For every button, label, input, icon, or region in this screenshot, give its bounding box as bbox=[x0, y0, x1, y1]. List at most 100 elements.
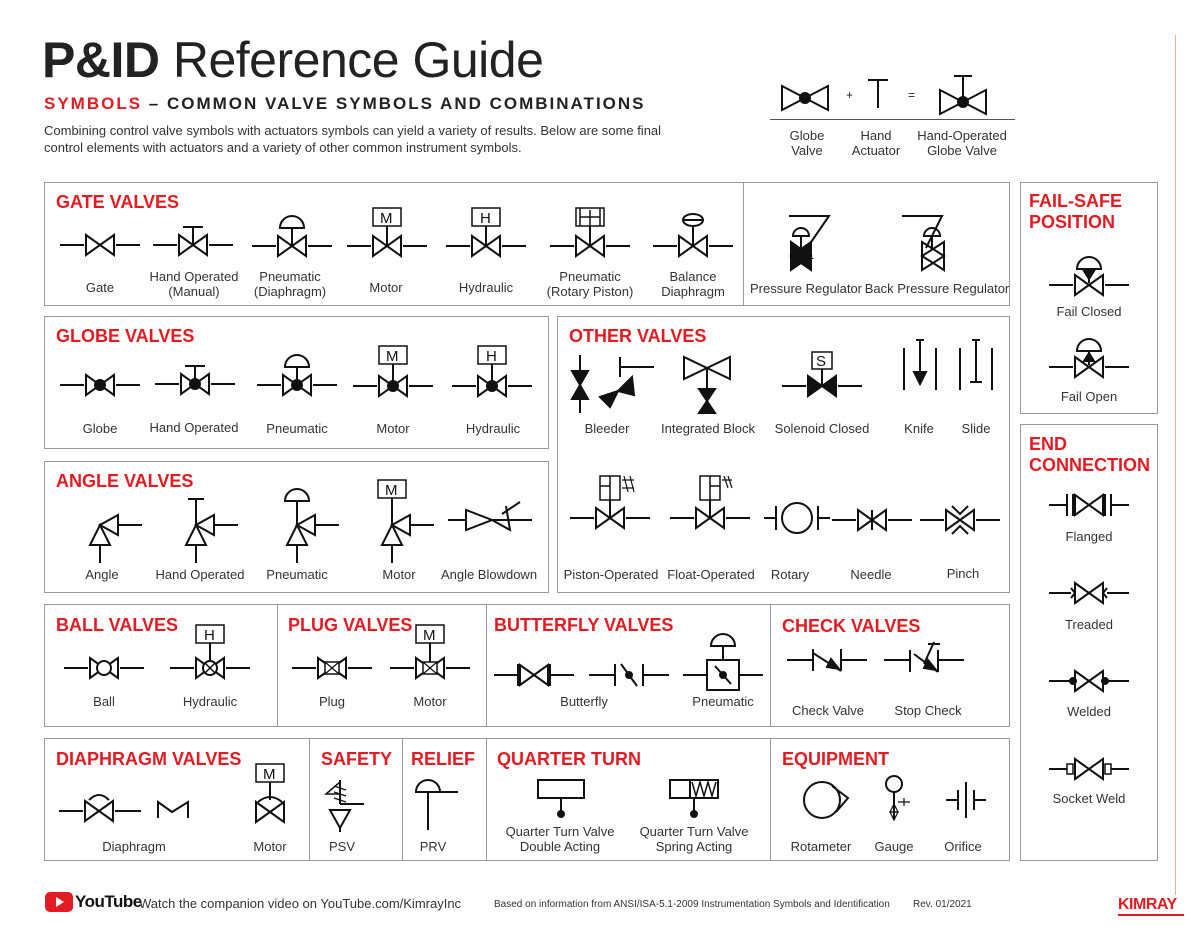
gate-valve-icon bbox=[60, 233, 140, 257]
pneumatic-butterfly-label: Pneumatic bbox=[692, 694, 754, 709]
welded-label: Welded bbox=[1067, 704, 1111, 719]
butterfly-inline-icon bbox=[589, 663, 669, 687]
plug-valve-icon bbox=[292, 656, 372, 680]
orifice-icon bbox=[946, 782, 986, 818]
back-pressure-regulator-icon bbox=[902, 215, 946, 272]
other-valves-title: OTHER VALVES bbox=[569, 326, 707, 346]
butterfly-check-divider bbox=[770, 605, 771, 726]
gate-label: Gate bbox=[85, 280, 115, 295]
fail-closed-label: Fail Closed bbox=[1056, 304, 1122, 319]
gauge-label: Gauge bbox=[874, 839, 914, 854]
hand-operated-globe-icon bbox=[155, 365, 235, 396]
motor-gate-icon: M bbox=[347, 207, 427, 258]
pinch-label: Pinch bbox=[946, 566, 980, 581]
safety-relief-divider bbox=[402, 739, 403, 860]
gate-valves-panel: GATE VALVES bbox=[44, 182, 1010, 306]
globe-label: Globe bbox=[82, 421, 118, 436]
motor-angle-icon: M bbox=[377, 479, 434, 563]
check-valves-title: CHECK VALVES bbox=[782, 616, 921, 636]
pneumatic-butterfly-icon bbox=[683, 633, 763, 691]
companion-video-link[interactable]: Watch the companion video on YouTube.com… bbox=[139, 896, 462, 911]
socket-weld-label: Socket Weld bbox=[1052, 791, 1126, 806]
pressure-regulator-label: Pressure Regulator bbox=[750, 281, 862, 296]
hydraulic-ball-icon: H bbox=[170, 624, 250, 680]
bleeder-icon bbox=[570, 355, 654, 413]
page-edge-line bbox=[1175, 35, 1176, 895]
hand-operated-globe-label: Hand Operated bbox=[149, 420, 239, 435]
quarter-equipment-divider bbox=[770, 739, 771, 860]
motor-letter: M bbox=[385, 482, 398, 499]
quarter-turn-spring-label: Quarter Turn Valve Spring Acting bbox=[639, 824, 749, 854]
check-valve-label: Check Valve bbox=[791, 703, 865, 718]
hand-actuator-icon bbox=[868, 79, 888, 108]
motor-plug-label: Motor bbox=[413, 694, 447, 709]
back-pressure-regulator-label: Back Pressure Regulator bbox=[864, 281, 1010, 296]
flanged-label: Flanged bbox=[1065, 529, 1113, 544]
plug-valves-title: PLUG VALVES bbox=[288, 615, 413, 635]
threaded-label: Treaded bbox=[1065, 617, 1113, 632]
motor-letter: M bbox=[386, 348, 399, 365]
angle-valves-title: ANGLE VALVES bbox=[56, 471, 194, 491]
float-operated-icon bbox=[670, 475, 750, 530]
diaphragm-standalone-icon bbox=[157, 800, 189, 818]
pneumatic-angle-label: Pneumatic bbox=[266, 567, 328, 582]
rotary-label: Rotary bbox=[770, 567, 810, 582]
ball-valve-icon bbox=[64, 656, 144, 680]
needle-label: Needle bbox=[850, 567, 892, 582]
motor-globe-icon: M bbox=[353, 345, 433, 398]
butterfly-label: Butterfly bbox=[560, 694, 608, 709]
orifice-label: Orifice bbox=[944, 839, 982, 854]
motor-letter: M bbox=[380, 210, 393, 227]
hydraulic-globe-icon: H bbox=[452, 345, 532, 398]
quarter-turn-double-label: Quarter Turn Valve Double Acting bbox=[505, 824, 615, 854]
kimray-logo-underline bbox=[1118, 914, 1184, 916]
revision-note: Rev. 01/2021 bbox=[913, 899, 972, 910]
psv-label: PSV bbox=[328, 839, 356, 854]
float-operated-label: Float-Operated bbox=[667, 567, 755, 582]
slide-label: Slide bbox=[961, 421, 991, 436]
diaphragm-valves-title: DIAPHRAGM VALVES bbox=[56, 749, 242, 769]
welded-icon bbox=[1049, 669, 1129, 693]
combo-label-globe: Globe Valve bbox=[789, 128, 825, 158]
globe-valve-icon bbox=[60, 373, 140, 397]
pressure-regulator-icon bbox=[789, 215, 831, 272]
page-title: P&ID Reference Guide bbox=[42, 32, 544, 88]
plug-butterfly-divider bbox=[486, 605, 487, 726]
intro-text: Combining control valve symbols with act… bbox=[44, 123, 662, 155]
pneumatic-gate-label: Pneumatic (Diaphragm) bbox=[253, 269, 327, 299]
pneumatic-globe-label: Pneumatic bbox=[266, 421, 328, 436]
stop-check-icon bbox=[884, 641, 964, 673]
threaded-icon bbox=[1049, 581, 1129, 605]
fail-closed-icon bbox=[1049, 256, 1129, 297]
diaphragm-label: Diaphragm bbox=[102, 839, 166, 854]
row5-panel: DIAPHRAGM VALVES SAFETY RELIEF QUARTER T… bbox=[44, 738, 1010, 861]
quarter-turn-spring-icon bbox=[669, 779, 719, 818]
youtube-play-icon[interactable] bbox=[45, 892, 73, 912]
fail-open-label: Fail Open bbox=[1060, 389, 1118, 404]
hydraulic-gate-label: Hydraulic bbox=[458, 280, 514, 295]
hand-operated-gate-label: Hand Operated (Manual) bbox=[149, 269, 239, 299]
relief-quarter-divider bbox=[486, 739, 487, 860]
butterfly-valves-title: BUTTERFLY VALVES bbox=[494, 615, 674, 635]
quarter-turn-title: QUARTER TURN bbox=[497, 749, 641, 769]
equipment-title: EQUIPMENT bbox=[782, 749, 890, 769]
rotameter-icon bbox=[803, 781, 850, 819]
gate-divider bbox=[743, 183, 744, 305]
gauge-icon bbox=[885, 775, 910, 822]
combo-label-hand-globe: Hand-Operated Globe Valve bbox=[917, 128, 1007, 158]
motor-diaphragm-label: Motor bbox=[253, 839, 287, 854]
motor-globe-label: Motor bbox=[376, 421, 410, 436]
pneumatic-angle-icon bbox=[283, 488, 339, 563]
bleeder-label: Bleeder bbox=[584, 421, 630, 436]
combo-label-hand: Hand Actuator bbox=[851, 128, 901, 158]
safety-title: SAFETY bbox=[321, 749, 393, 769]
hand-operated-angle-label: Hand Operated bbox=[155, 567, 245, 582]
pneumatic-gate-icon bbox=[252, 215, 332, 258]
balance-diaphragm-label: Balance Diaphragm bbox=[661, 269, 725, 299]
youtube-wordmark[interactable]: YouTube bbox=[75, 892, 142, 911]
rotary-piston-gate-icon bbox=[550, 207, 630, 258]
hydraulic-letter: H bbox=[204, 627, 215, 644]
motor-letter: M bbox=[423, 627, 436, 644]
relief-title: RELIEF bbox=[411, 749, 476, 769]
